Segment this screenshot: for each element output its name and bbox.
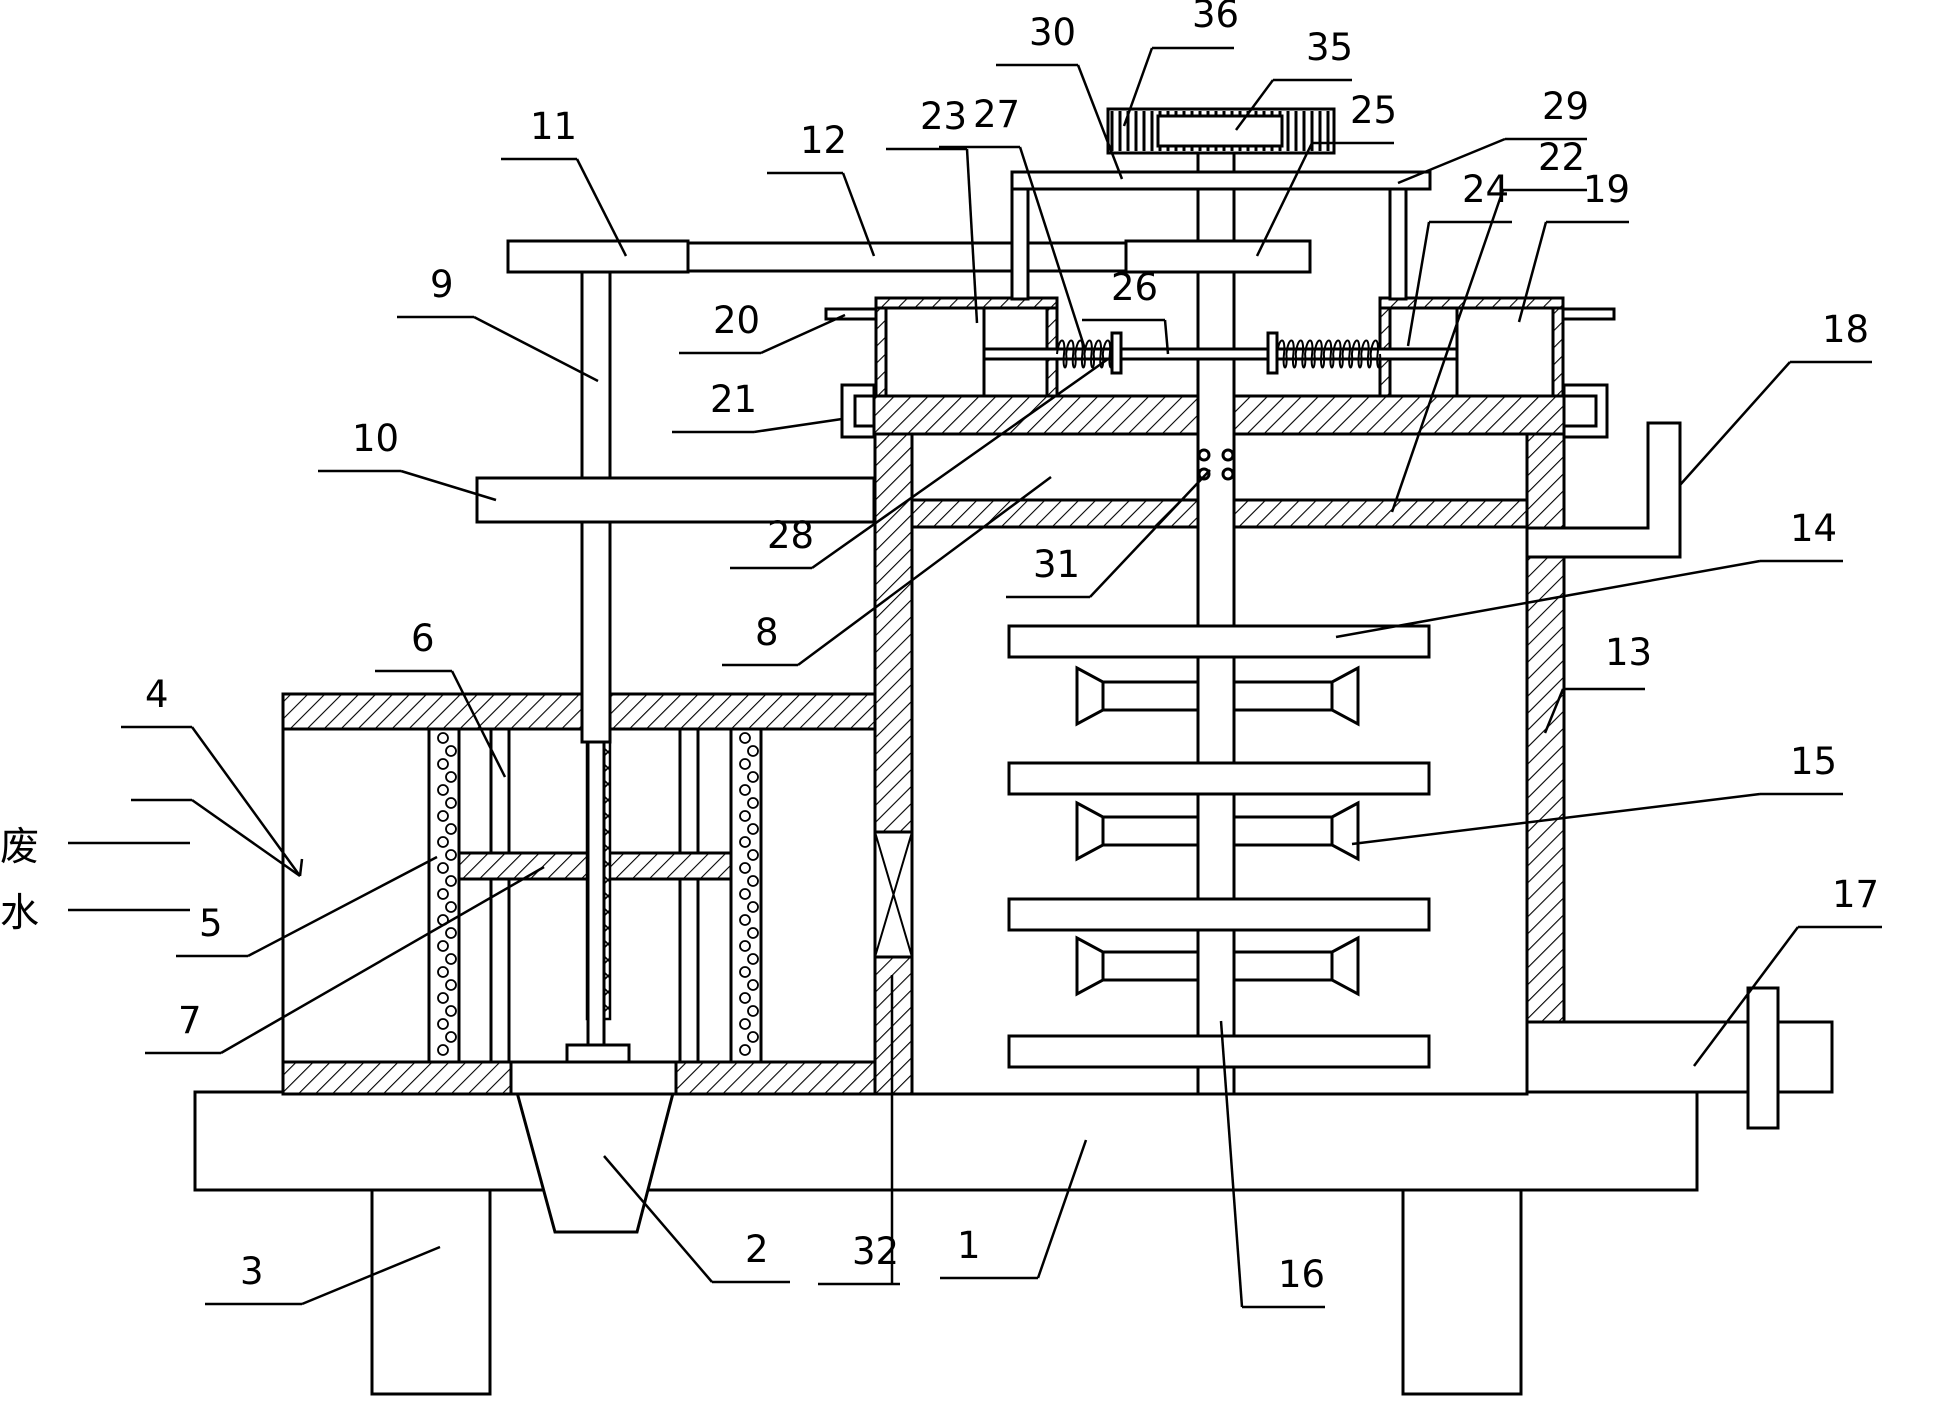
part-label-8: 8 [755,611,779,654]
part-label-19: 19 [1583,168,1630,211]
slide-rail-right [1561,307,1616,321]
part-label-12: 12 [800,119,847,162]
stirring-blades [1007,624,1431,1069]
part-label-29: 29 [1542,85,1589,128]
part-label-20: 20 [713,299,760,342]
frame-post-right [1388,187,1408,301]
part-label-31: 31 [1033,543,1080,586]
part-label-32: 32 [852,1230,899,1273]
part-label-36: 36 [1192,0,1239,36]
slider-block-right [1124,239,1312,274]
part-label-26: 26 [1111,266,1158,309]
part-label-9: 9 [430,263,454,306]
part-label-27: 27 [973,93,1020,136]
part-label-21: 21 [710,378,757,421]
inlet-label-char-1: 废 [0,825,39,870]
slider-block-left [506,239,690,274]
clamp-bracket-left [840,383,876,439]
exhaust-pipe [1525,421,1682,559]
part-label-23: 23 [920,95,967,138]
lower-rod-core [586,740,606,1047]
support-leg-right [1401,1188,1523,1396]
leader-lines [131,798,304,878]
part-label-3: 3 [240,1250,264,1293]
support-leg-left [370,1188,492,1396]
part-label-18: 18 [1822,308,1869,351]
part-label-1: 1 [957,1224,981,1267]
clamp-bracket-right [1562,383,1609,439]
air-holes [1197,448,1235,481]
part-label-15: 15 [1790,740,1837,783]
part-label-13: 13 [1605,631,1652,674]
part-label-5: 5 [199,902,223,945]
part-label-25: 25 [1350,89,1397,132]
part-label-6: 6 [411,617,435,660]
drive-gear [1106,107,1336,155]
part-label-24: 24 [1462,168,1509,211]
frame-post-left [1010,187,1030,301]
guide-rod-right [678,727,700,1064]
part-label-7: 7 [178,999,202,1042]
part-label-22: 22 [1538,136,1585,179]
part-label-30: 30 [1029,11,1076,54]
part-label-2: 2 [745,1228,769,1271]
filter-tank [281,692,877,1096]
inlet-label-char-2: 水 [0,891,39,936]
stirring-shaft [1196,137,1236,1096]
horizontal-slide-rod [982,347,1459,361]
part-label-35: 35 [1306,26,1353,69]
drain-outlet-pipe [1525,986,1834,1130]
part-label-16: 16 [1278,1253,1325,1296]
part-label-28: 28 [767,514,814,557]
part-label-14: 14 [1790,507,1837,550]
part-label-4: 4 [145,673,169,716]
slide-rail-left [824,307,878,321]
guide-rod-left [489,727,511,1064]
part-label-11: 11 [530,105,577,148]
top-frame-bar [1010,170,1432,191]
spring-left [1056,339,1114,369]
part-label-17: 17 [1832,873,1879,916]
part-label-10: 10 [352,417,399,460]
spring-stop-left [1110,331,1123,375]
spring-right [1276,339,1382,369]
